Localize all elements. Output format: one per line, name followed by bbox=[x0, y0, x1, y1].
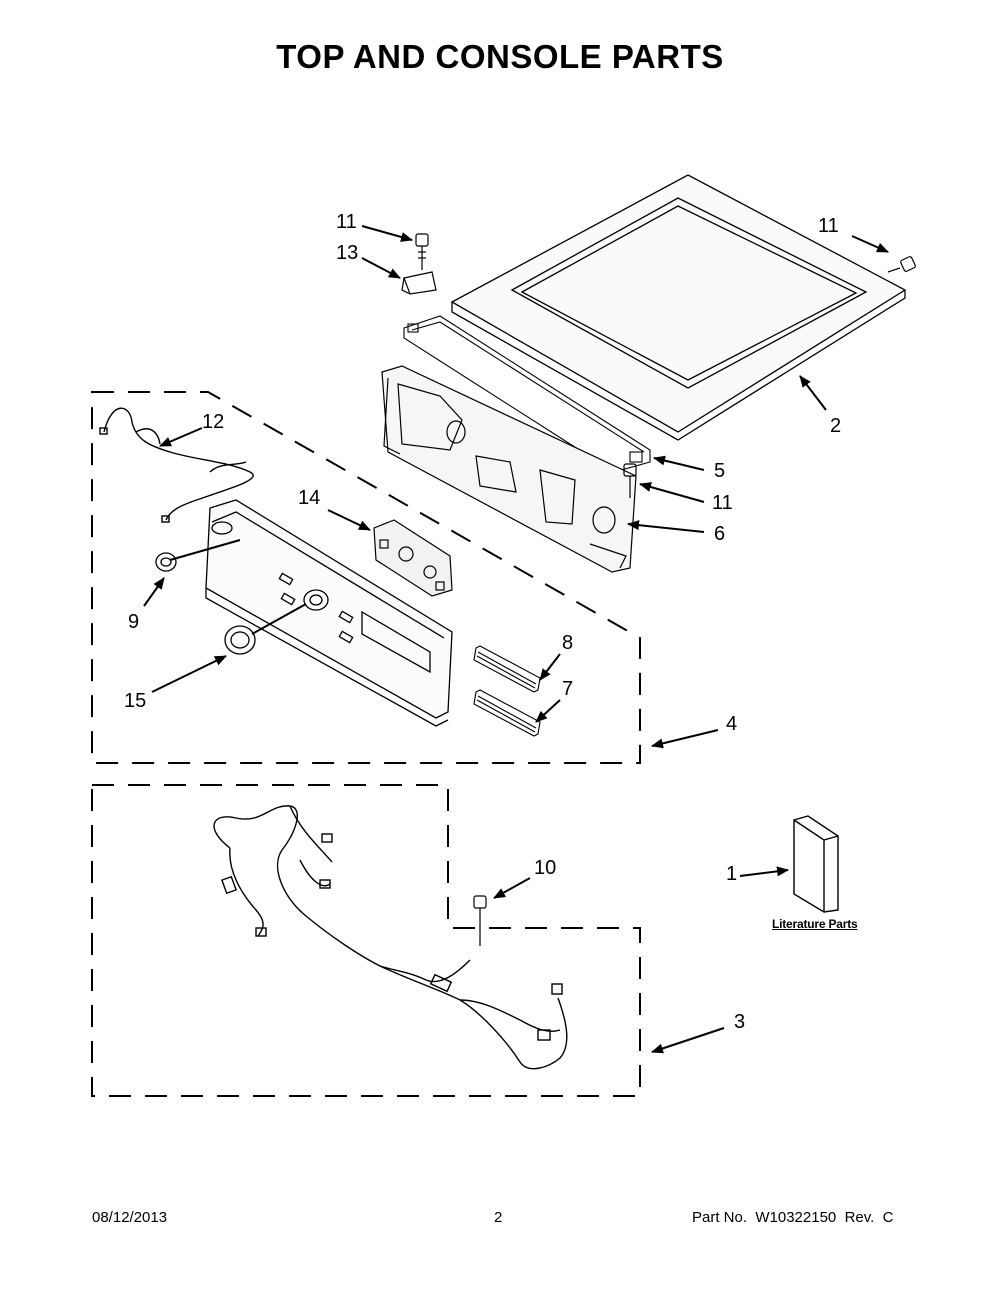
screw-side bbox=[623, 463, 637, 498]
callout-10: 10 bbox=[534, 857, 557, 879]
ribbon-cable-8 bbox=[473, 645, 541, 693]
console-housing bbox=[381, 365, 637, 573]
harness-group-boundary bbox=[91, 784, 641, 1097]
screw-right bbox=[887, 256, 916, 273]
callout-1: 1 bbox=[726, 863, 738, 885]
callout-11-side: 11 bbox=[712, 492, 733, 514]
callout-5: 5 bbox=[714, 460, 726, 482]
page-title: TOP AND CONSOLE PARTS bbox=[276, 38, 724, 75]
callout-12: 12 bbox=[202, 411, 225, 433]
console-group-boundary bbox=[91, 391, 641, 764]
footer-page-number: 2 bbox=[494, 1209, 503, 1226]
top-panel bbox=[450, 174, 907, 441]
ribbon-cable-7 bbox=[473, 689, 541, 737]
clip-13 bbox=[401, 271, 437, 295]
leader-arrows bbox=[143, 225, 889, 1054]
callout-13: 13 bbox=[336, 242, 359, 264]
footer-date: 08/12/2013 bbox=[92, 1209, 168, 1226]
callout-9: 9 bbox=[128, 611, 140, 633]
knob-15 bbox=[224, 625, 256, 655]
top-bracket bbox=[403, 315, 651, 473]
screw-10 bbox=[473, 895, 487, 946]
footer-part-number: Part No. W10322150 Rev. C bbox=[692, 1209, 894, 1226]
console-panel bbox=[205, 499, 453, 727]
callout-11-right: 11 bbox=[818, 215, 839, 237]
callout-7: 7 bbox=[562, 678, 574, 700]
callout-6: 6 bbox=[714, 523, 726, 545]
main-harness-3 bbox=[213, 805, 568, 1070]
callout-4: 4 bbox=[726, 713, 738, 735]
callout-8: 8 bbox=[562, 632, 574, 654]
callout-11-top: 11 bbox=[336, 211, 357, 233]
literature-parts-label: Literature Parts bbox=[772, 917, 858, 931]
bezel-9 bbox=[155, 552, 177, 572]
screw-top bbox=[415, 233, 429, 270]
callout-3: 3 bbox=[734, 1011, 746, 1033]
callout-14: 14 bbox=[298, 487, 321, 509]
callout-2: 2 bbox=[830, 415, 842, 437]
literature-booklet bbox=[793, 815, 839, 913]
callout-15: 15 bbox=[124, 690, 147, 712]
control-board bbox=[373, 519, 453, 597]
